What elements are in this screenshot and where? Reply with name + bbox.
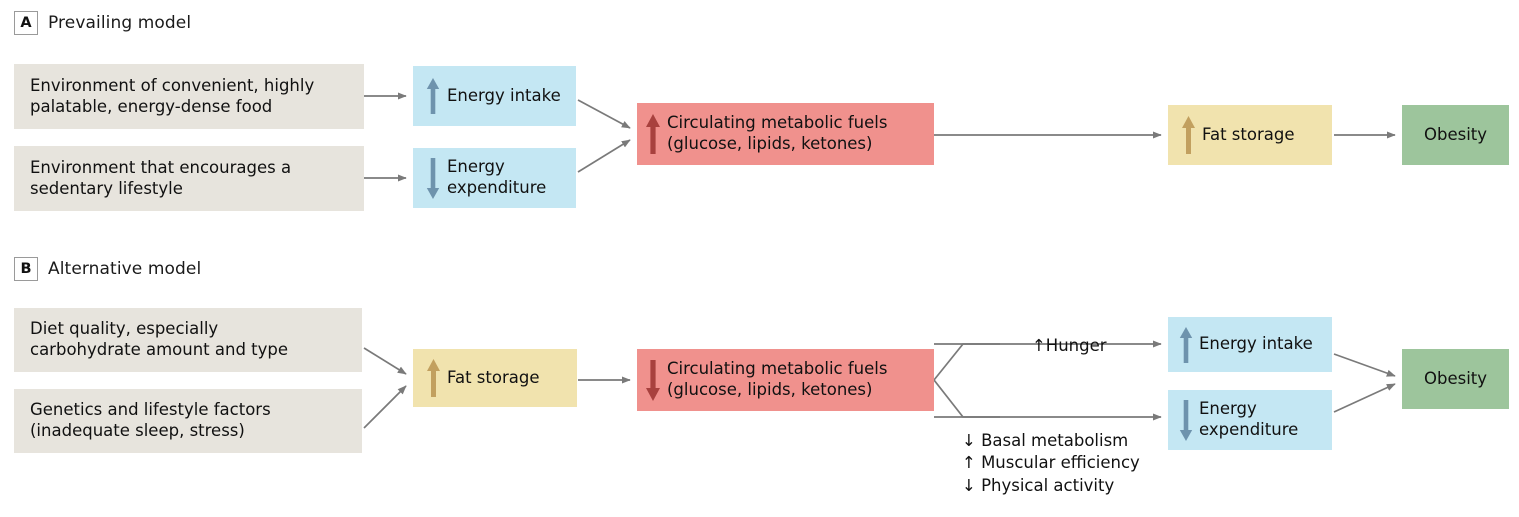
down-arrow-icon: [1179, 398, 1193, 442]
metabolic-adaptation-annotations: ↓ Basal metabolism ↑ Muscular efficiency…: [962, 430, 1140, 497]
down-arrow-icon: [426, 156, 440, 200]
node-a-energy-intake-label: Energy intake: [447, 85, 561, 105]
annotation-muscular-efficiency: ↑ Muscular efficiency: [962, 453, 1140, 473]
node-environment-food-label: Environment of convenient, highly palata…: [30, 75, 315, 116]
node-b-circulating-fuels-label: Circulating metabolic fuels (glucose, li…: [667, 359, 888, 399]
node-environment-sedentary-label: Environment that encourages a sedentary …: [30, 157, 292, 198]
node-a-circulating-fuels-label: Circulating metabolic fuels (glucose, li…: [667, 113, 888, 153]
node-diet-quality-label: Diet quality, especially carbohydrate am…: [30, 319, 289, 359]
up-arrow-icon: [1179, 326, 1193, 364]
node-b-circulating-fuels: Circulating metabolic fuels (glucose, li…: [637, 349, 934, 411]
node-b-energy-expenditure-label: Energy expenditure: [1199, 399, 1299, 439]
node-a-energy-expenditure-label: Energy expenditure: [447, 157, 547, 197]
node-a-circulating-fuels: Circulating metabolic fuels (glucose, li…: [637, 103, 934, 165]
panel-a-label: A Prevailing model: [14, 11, 191, 35]
node-b-obesity-label: Obesity: [1423, 368, 1488, 388]
node-a-fat-storage: Fat storage: [1168, 105, 1332, 165]
node-b-energy-expenditure: Energy expenditure: [1168, 390, 1332, 450]
node-diet-quality: Diet quality, especially carbohydrate am…: [14, 308, 362, 372]
up-arrow-icon: [1181, 114, 1195, 156]
node-b-obesity: Obesity: [1402, 349, 1509, 409]
panel-b-title: Alternative model: [48, 259, 202, 279]
node-a-energy-expenditure: Energy expenditure: [413, 148, 576, 208]
edge-label-hunger: ↑Hunger: [1011, 313, 1107, 379]
down-arrow-icon: [645, 357, 660, 403]
node-a-obesity: Obesity: [1402, 105, 1509, 165]
panel-b-label: B Alternative model: [14, 257, 201, 281]
node-a-energy-intake: Energy intake: [413, 66, 576, 126]
panel-a-title: Prevailing model: [48, 13, 192, 33]
annotation-physical-activity: ↓ Physical activity: [962, 475, 1115, 495]
annotation-basal-metabolism: ↓ Basal metabolism: [962, 431, 1129, 450]
node-b-energy-intake: Energy intake: [1168, 317, 1332, 372]
node-b-fat-storage-label: Fat storage: [447, 367, 540, 387]
panel-b-letter: B: [14, 257, 38, 281]
node-genetics-lifestyle: Genetics and lifestyle factors (inadequa…: [14, 389, 362, 453]
node-b-energy-intake-label: Energy intake: [1199, 334, 1313, 354]
node-a-fat-storage-label: Fat storage: [1202, 124, 1295, 144]
node-environment-sedentary: Environment that encourages a sedentary …: [14, 146, 364, 211]
panel-a-letter: A: [14, 11, 38, 35]
node-environment-food: Environment of convenient, highly palata…: [14, 64, 364, 129]
node-genetics-lifestyle-label: Genetics and lifestyle factors (inadequa…: [30, 400, 271, 440]
edge-label-hunger-text: ↑Hunger: [1031, 335, 1107, 355]
up-arrow-icon: [645, 112, 660, 156]
up-arrow-icon: [426, 77, 440, 115]
up-arrow-icon: [426, 357, 440, 399]
node-b-fat-storage: Fat storage: [413, 349, 577, 407]
node-a-obesity-label: Obesity: [1423, 124, 1488, 144]
